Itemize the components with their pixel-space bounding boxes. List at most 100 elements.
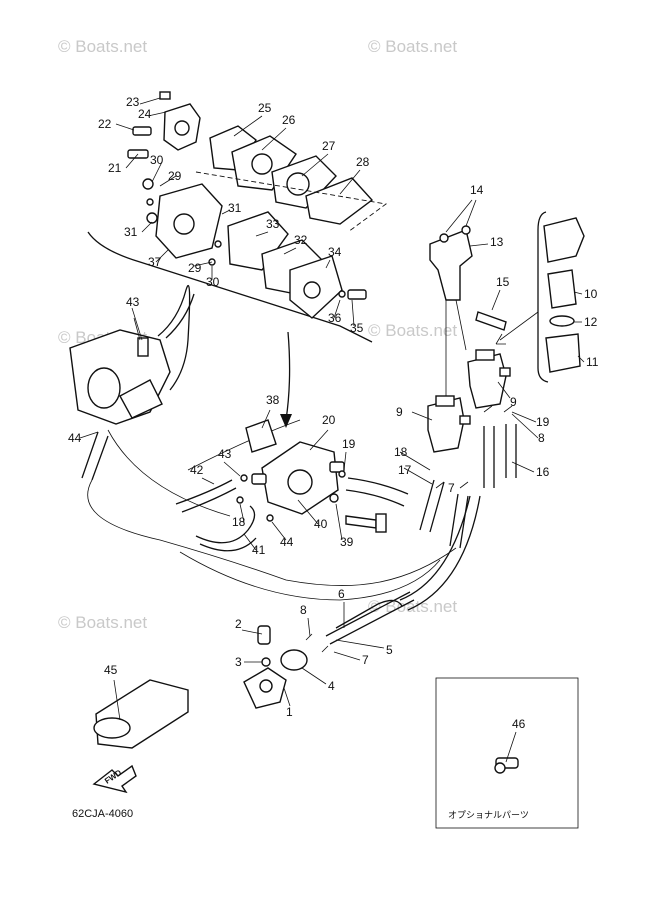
- callout-label: 8: [300, 603, 307, 617]
- callout-label: 26: [282, 113, 296, 127]
- exploded-view-bracket: [87, 231, 373, 343]
- clip: [236, 496, 244, 504]
- callout-label: 24: [138, 107, 152, 121]
- optional-parts-label: オプショナルパーツ: [448, 810, 529, 821]
- fuel-pump-exploded-view: [87, 91, 388, 343]
- bolt-15: [475, 311, 507, 331]
- callout-label: 25: [258, 101, 272, 115]
- carburetor-fitting: [137, 337, 149, 357]
- hose-route: [87, 479, 457, 586]
- callout-label: 18: [232, 515, 246, 529]
- hose-6: [325, 591, 415, 645]
- callout-label: 17: [398, 463, 412, 477]
- optional-parts-box: オプショナルパーツ: [435, 677, 579, 829]
- bolt-head: [375, 513, 387, 533]
- pump-body-port: [173, 213, 195, 235]
- callout-label: 14: [470, 183, 484, 197]
- bolt: [347, 289, 367, 300]
- callout-label: 36: [328, 311, 342, 325]
- fuel-filter-cap: [475, 349, 495, 361]
- hose-42: [175, 479, 237, 513]
- fuel-filter-nipple: [459, 415, 471, 425]
- diaphragm-center: [251, 153, 273, 175]
- callout-label: 33: [266, 217, 280, 231]
- callout-label: 22: [98, 117, 112, 131]
- fitting: [146, 212, 158, 224]
- callout-label: 45: [104, 663, 118, 677]
- callout-label: 39: [340, 535, 354, 549]
- hose-route: [187, 419, 301, 471]
- callout-label: 38: [266, 393, 280, 407]
- hose-41: [195, 505, 257, 552]
- callout-label: 43: [218, 447, 232, 461]
- callout-label: 2: [235, 617, 242, 631]
- fuel-filter-cap: [435, 395, 455, 407]
- hose-route: [179, 551, 441, 601]
- callout-label: 6: [338, 587, 345, 601]
- watermark: © Boats.net: [58, 37, 147, 56]
- filter-head: [543, 217, 585, 263]
- fwd-arrow: [92, 764, 137, 794]
- leader-lines: [79, 97, 585, 763]
- washer-40: [329, 493, 339, 503]
- callout-label: 46: [512, 717, 526, 731]
- nut-14: [439, 233, 449, 243]
- callout-label: 34: [328, 245, 342, 259]
- fuel-connector-port: [259, 679, 273, 693]
- callout-label: 31: [124, 225, 138, 239]
- hose-route: [107, 429, 231, 517]
- callout-label: 11: [586, 355, 599, 369]
- bolt-39: [345, 515, 377, 529]
- washer: [338, 290, 346, 298]
- washer-3: [261, 657, 271, 667]
- fitting: [142, 178, 154, 190]
- fuel-pump-assembly: [236, 419, 387, 533]
- callout-label: 43: [126, 295, 140, 309]
- hose: [399, 495, 481, 611]
- silencer: [93, 679, 189, 749]
- callout-label: 31: [228, 201, 242, 215]
- assembly-guide-line: [195, 171, 388, 233]
- silencer-opening: [93, 717, 131, 739]
- callout-label: 28: [356, 155, 370, 169]
- callout-label: 23: [126, 95, 140, 109]
- callout-label: 44: [280, 535, 294, 549]
- plate-port: [286, 172, 310, 196]
- callout-label: 37: [148, 255, 162, 269]
- hose-17: [345, 477, 409, 507]
- callout-label: 30: [150, 153, 164, 167]
- callout-label: 19: [536, 415, 550, 429]
- leader-line: [131, 307, 143, 341]
- connector-sleeve-4: [280, 649, 308, 671]
- carburetor-float-bowl: [119, 379, 163, 419]
- callout-label: 35: [350, 321, 364, 335]
- filter-cup-11: [545, 333, 581, 373]
- callout-label: 19: [342, 437, 356, 451]
- callout-label: 10: [584, 287, 598, 301]
- callout-label: 9: [396, 405, 403, 419]
- pump-base-port: [303, 281, 321, 299]
- callout-label: 42: [190, 463, 204, 477]
- hose-5: [335, 599, 403, 629]
- nut-14: [461, 225, 471, 235]
- clip: [338, 470, 346, 478]
- clips: [435, 405, 513, 489]
- arrow-head: [280, 414, 292, 428]
- gasket-38: [245, 419, 277, 453]
- clips: [305, 633, 329, 653]
- pump-nipple: [251, 473, 267, 485]
- filter-element-10: [547, 269, 577, 309]
- callout-label: 18: [394, 445, 408, 459]
- part-46-head: [494, 762, 506, 774]
- watermark-group: © Boats.net © Boats.net © Boats.net © Bo…: [58, 37, 457, 632]
- callout-label: 40: [314, 517, 328, 531]
- clip: [266, 514, 274, 522]
- diagram-code: 62CJA-4060: [72, 808, 133, 820]
- fuel-filter: [467, 353, 507, 409]
- callout-label: 21: [108, 161, 122, 175]
- fuel-hoses: [81, 284, 517, 645]
- screw: [159, 91, 171, 100]
- fuel-pump-port: [287, 469, 313, 495]
- callout-label: 29: [168, 169, 182, 183]
